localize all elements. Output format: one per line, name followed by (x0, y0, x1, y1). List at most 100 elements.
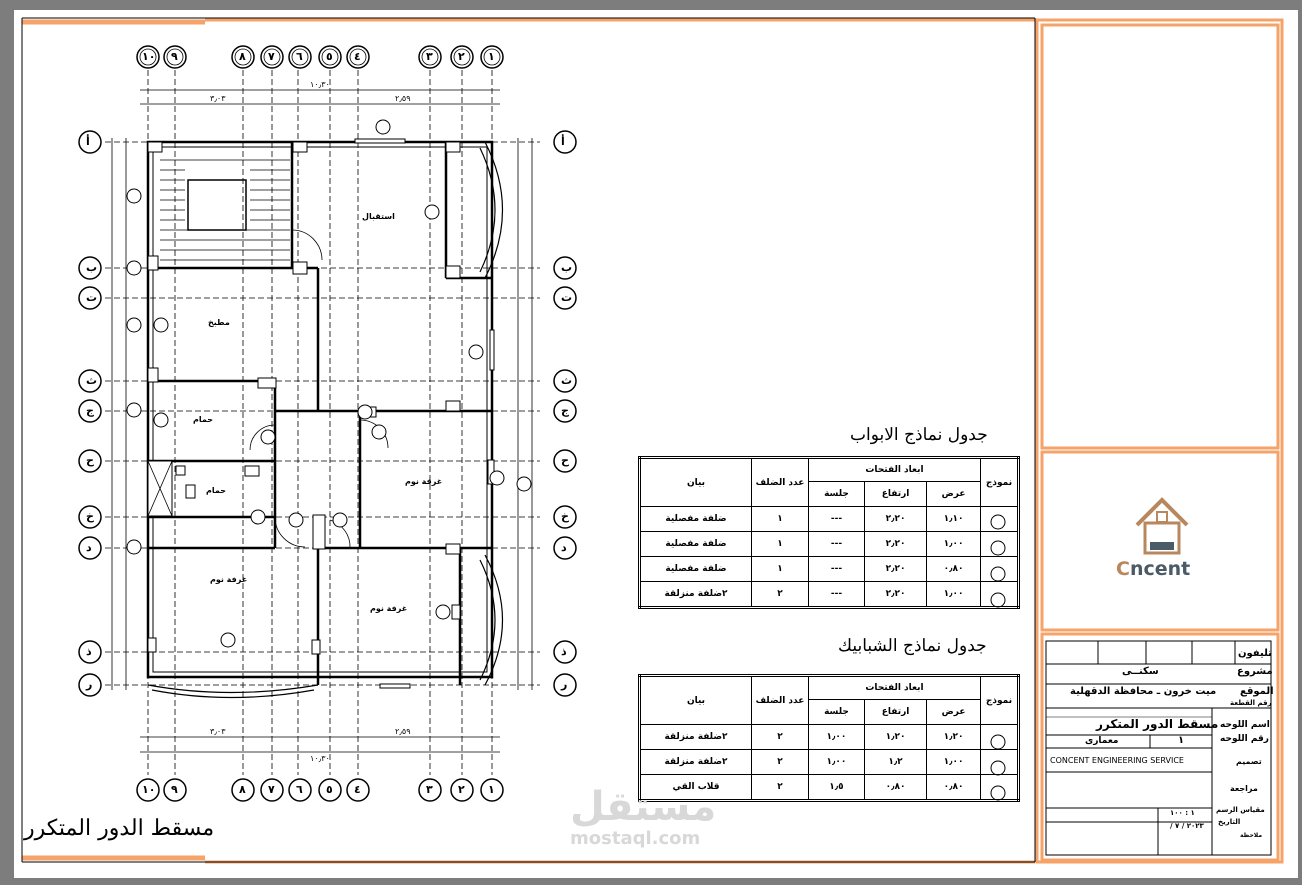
sheet-name-value: مسقط الدور المتكرر (1096, 717, 1219, 731)
sheet-name-label: اسم اللوحه (1220, 720, 1270, 730)
grid-lines (105, 70, 540, 775)
table-row: ١ ١٫١٠ ٢٫٢٠ --- ١ ضلفة مفصلية (639, 506, 1019, 532)
cell-width: ٠٫٨٠ (926, 774, 981, 801)
grid-label: د (86, 541, 92, 554)
grid-label: ١ (488, 50, 495, 63)
grid-label: ٨ (239, 50, 246, 63)
col-header-sill: جلسة (808, 699, 865, 725)
grid-label: ٢ (458, 50, 465, 63)
cell-height: ١٫٢ (863, 749, 928, 775)
grid-bubbles (78, 45, 577, 802)
location-value: ميت خرون ـ محافظة الدقهلية (1070, 686, 1217, 697)
grid-label: ٧ (268, 783, 275, 796)
cell-count: ١ (751, 556, 809, 582)
logo-letter-c: C (1116, 558, 1130, 580)
cell-sill: --- (808, 581, 865, 608)
design-label: تصميم (1236, 757, 1262, 766)
grid-label: ث (86, 374, 98, 387)
col-header-desc: بيان (639, 457, 752, 507)
room-label-bedroom-2: غرفة نوم (210, 575, 248, 584)
grid-label: ٦ (296, 783, 303, 796)
design-value: CONCENT ENGINEERING SERVICE (1050, 756, 1184, 765)
room-label-bedroom: غرفة نوم (405, 477, 443, 486)
model-symbol: ٣ (980, 556, 1019, 582)
cell-width: ١٫١٠ (926, 506, 981, 532)
grid-label: ٣ (426, 783, 433, 796)
col-header-width: عرض (926, 699, 981, 725)
cell-width: ١٫٠٠ (926, 531, 981, 557)
cell-count: ٢ (751, 724, 809, 750)
grid-label: ذ (86, 645, 92, 658)
dimension-text: ٣٫٠٣ (210, 727, 226, 736)
watermark-url: mostaql.com (570, 828, 701, 849)
bath-hatch (147, 460, 173, 517)
grid-label: ٦ (296, 50, 303, 63)
dimension-lines (111, 89, 533, 753)
cell-width: ١٫٠٠ (926, 581, 981, 608)
phone-label: تليفون (1238, 648, 1272, 659)
cell-count: ١ (751, 531, 809, 557)
model-symbol: ٢ (980, 531, 1019, 557)
grid-label: ح (86, 454, 94, 467)
grid-bubble-rings (139, 48, 501, 66)
grid-label: ٥ (326, 783, 333, 796)
grid-label: ٤ (354, 50, 361, 63)
grid-label: ب (86, 261, 98, 274)
scale-value: ١ : ١٠٠ (1170, 809, 1195, 817)
grid-label: ٣ (426, 50, 433, 63)
cell-width: ١٫٠٠ (926, 749, 981, 775)
table-row: ٣ ٠٫٨٠ ٠٫٨٠ ١٫٥ ٢ قلاب القي (639, 774, 1019, 801)
plot-label: رقم القطعة (1230, 699, 1272, 707)
cell-height: ١٫٢٠ (863, 724, 928, 750)
table-row: ٣ ٠٫٨٠ ٢٫٢٠ --- ١ ضلفة مفصلية (639, 556, 1019, 582)
grid-label: ٢ (458, 783, 465, 796)
scale-label: مقياس الرسم (1216, 806, 1265, 814)
grid-label: ج (561, 404, 569, 417)
discipline: معمارى (1085, 736, 1119, 746)
cell-height: ٢٫٢٠ (863, 581, 928, 608)
frame-thin (21, 17, 1036, 863)
bay-windows (147, 141, 504, 699)
room-label-kitchen: مطبخ (208, 318, 230, 327)
frame-accent (22, 19, 205, 861)
tag-markers (126, 119, 532, 648)
grid-label: أ (561, 135, 565, 148)
grid-label: أ (86, 135, 90, 148)
cell-count: ٢ (751, 581, 809, 608)
cell-desc: ٢ضلفة منزلقة (639, 749, 752, 775)
grid-label: ١٠ (142, 783, 156, 796)
table-row: ١ ١٫٢٠ ١٫٢٠ ١٫٠٠ ٢ ٢ضلفة منزلقة (639, 724, 1019, 750)
col-header-count: عدد الضلف (751, 675, 809, 725)
col-header-model: نموذج (980, 675, 1019, 725)
cell-desc: ٢ضلفة منزلقة (639, 724, 752, 750)
cell-sill: ١٫٠٠ (808, 749, 865, 775)
cell-height: ٢٫٢٠ (863, 506, 928, 532)
grid-label: ب (561, 261, 573, 274)
model-symbol: ٢ (980, 749, 1019, 775)
cell-width: ٠٫٨٠ (926, 556, 981, 582)
col-header-model: نموذج (980, 457, 1019, 507)
notes-label: ملاحظة (1240, 832, 1263, 839)
location-label: الموقع (1240, 686, 1274, 697)
grid-label: ر (561, 678, 568, 691)
titleblock-grid (1045, 640, 1272, 856)
watermark: مستقل mostaql.com (570, 785, 716, 849)
col-header-desc: بيان (639, 675, 752, 725)
col-header-openings: ابعاد الفتحات (808, 675, 981, 700)
cell-sill: --- (808, 556, 865, 582)
room-label-reception: استقبال (362, 212, 395, 221)
walls (146, 140, 494, 685)
grid-label: ث (561, 374, 573, 387)
cell-height: ٢٫٢٠ (863, 556, 928, 582)
room-label-bedroom-3: غرفة نوم (370, 604, 408, 613)
room-label-bathroom-2: حمام (206, 486, 226, 495)
grid-label: ت (561, 291, 573, 304)
logo-house (1135, 497, 1189, 555)
windows-schedule-table: نموذج ابعاد الفتحات عدد الضلف بيان عرض ا… (638, 674, 1020, 802)
cell-desc: ضلفة مفصلية (639, 556, 752, 582)
cell-sill: ١٫٥ (808, 774, 865, 801)
grid-label: ح (561, 454, 569, 467)
cell-count: ١ (751, 506, 809, 532)
